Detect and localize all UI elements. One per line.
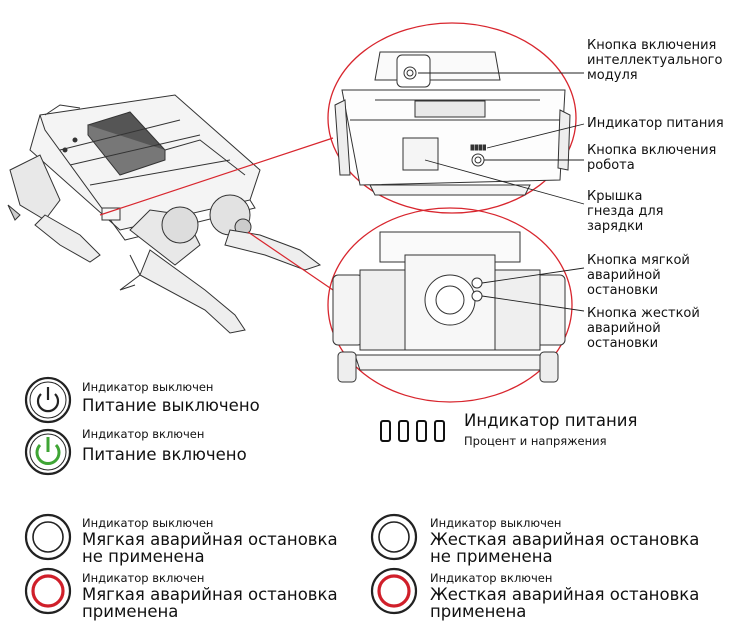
legend-battery: Индикатор питания Процент и напряжения	[464, 412, 637, 448]
hard-estop-off-icon	[370, 513, 418, 561]
legend-soft-on: Индикатор включен Мягкая аварийная остан…	[82, 571, 338, 621]
callout-smart-module-button: Кнопка включения интеллектуального модул…	[587, 38, 723, 83]
legend-power-on-big: Питание включено	[82, 445, 247, 464]
front-magnified-view	[327, 207, 573, 403]
legend-power-off-big: Питание выключено	[82, 396, 260, 415]
battery-bars-icon	[380, 420, 445, 442]
rear-panel-magnified-view	[327, 22, 577, 214]
callout-robot-power-button: Кнопка включения робота	[587, 143, 717, 173]
legend-hard-off: Индикатор выключен Жесткая аварийная ост…	[430, 516, 700, 566]
soft-estop-off-icon	[24, 513, 72, 561]
legend-soft-off-small: Индикатор выключен	[82, 516, 214, 530]
legend-hard-off-small: Индикатор выключен	[430, 516, 562, 530]
legend-battery-subtitle: Процент и напряжения	[464, 434, 607, 448]
legend-battery-title: Индикатор питания	[464, 411, 638, 430]
power-off-icon	[24, 376, 72, 424]
legend-hard-on-big: Жесткая аварийная остановка применена	[430, 585, 700, 621]
legend-soft-off-big: Мягкая аварийная остановка не применена	[82, 530, 338, 566]
callout-soft-estop-button: Кнопка мягкой аварийной остановки	[587, 253, 690, 298]
legend-power-off-small: Индикатор выключен	[82, 380, 214, 394]
callout-charging-cover: Крышка гнезда для зарядки	[587, 189, 664, 234]
legend-hard-off-big: Жесткая аварийная остановка не применена	[430, 530, 700, 566]
legend-power-off: Индикатор выключен Питание выключено	[82, 380, 260, 415]
legend-soft-on-small: Индикатор включен	[82, 571, 205, 585]
legend-hard-on-small: Индикатор включен	[430, 571, 553, 585]
callout-hard-estop-button: Кнопка жесткой аварийной остановки	[587, 306, 700, 351]
power-on-icon	[24, 428, 72, 476]
legend-soft-on-big: Мягкая аварийная остановка применена	[82, 585, 338, 621]
legend-soft-off: Индикатор выключен Мягкая аварийная оста…	[82, 516, 338, 566]
robot-body-illustration	[7, 94, 322, 334]
legend-hard-on: Индикатор включен Жесткая аварийная оста…	[430, 571, 700, 621]
callout-pointers-bottom	[481, 267, 585, 312]
callout-power-indicator: Индикатор питания	[587, 116, 724, 131]
legend-power-on-small: Индикатор включен	[82, 427, 205, 441]
soft-estop-on-icon	[24, 567, 72, 615]
hard-estop-on-icon	[370, 567, 418, 615]
callout-lines	[99, 137, 334, 291]
legend-power-on: Индикатор включен Питание включено	[82, 427, 247, 464]
callout-pointers-top	[418, 72, 585, 205]
